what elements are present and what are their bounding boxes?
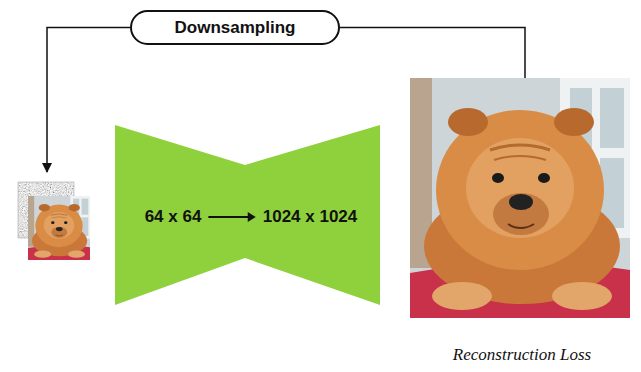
source-wire — [340, 28, 525, 79]
resolution-text: 1024 x 1024 — [263, 207, 358, 227]
box-title: Downsampling — [175, 18, 296, 38]
resolution-text: 64 x 64 — [145, 207, 202, 227]
network-bowtie: 64 x 64 1024 x 1024 — [115, 125, 380, 305]
caption-label: Reconstruction Loss — [453, 345, 591, 365]
arrow-head — [248, 212, 256, 222]
process-box: Downsampling — [130, 10, 340, 45]
arrow-shaft — [208, 216, 249, 218]
small-dog-image — [28, 196, 90, 260]
bowtie-fill — [115, 125, 380, 305]
resize-arrow — [208, 212, 255, 222]
large-dog-image — [410, 78, 630, 318]
